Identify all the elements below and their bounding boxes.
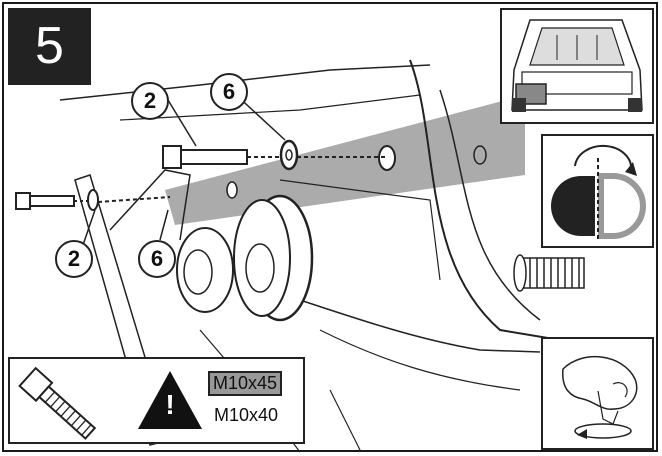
threaded-stud [521, 257, 585, 289]
side-indicator-inset [541, 134, 654, 248]
spec-m10x45: M10x45 [208, 371, 283, 396]
car-rear-view-icon [511, 19, 643, 112]
callout-part-6-lower: 6 [138, 240, 176, 278]
lower-washer [87, 189, 99, 211]
upper-bolt [162, 145, 248, 169]
hand-tighten-inset [541, 337, 654, 450]
step-number-badge: 5 [8, 8, 91, 85]
warning-exclamation: ! [165, 389, 175, 420]
bolt-icon [18, 366, 97, 440]
hand-tighten-icon [562, 355, 638, 439]
bolt-spec-legend: ! M10x45 M10x40 [8, 357, 305, 444]
left-right-side-icon [551, 144, 646, 242]
callout-part-2-upper: 2 [131, 82, 169, 120]
spec-m10x40: M10x40 [214, 405, 279, 425]
car-rear-view-inset [500, 8, 654, 124]
crossmember-beam [165, 95, 525, 225]
callout-part-6-upper: 6 [210, 73, 248, 111]
callout-part-2-lower: 2 [55, 240, 93, 278]
warning-triangle-icon [138, 371, 202, 429]
lower-bolt [15, 192, 75, 210]
